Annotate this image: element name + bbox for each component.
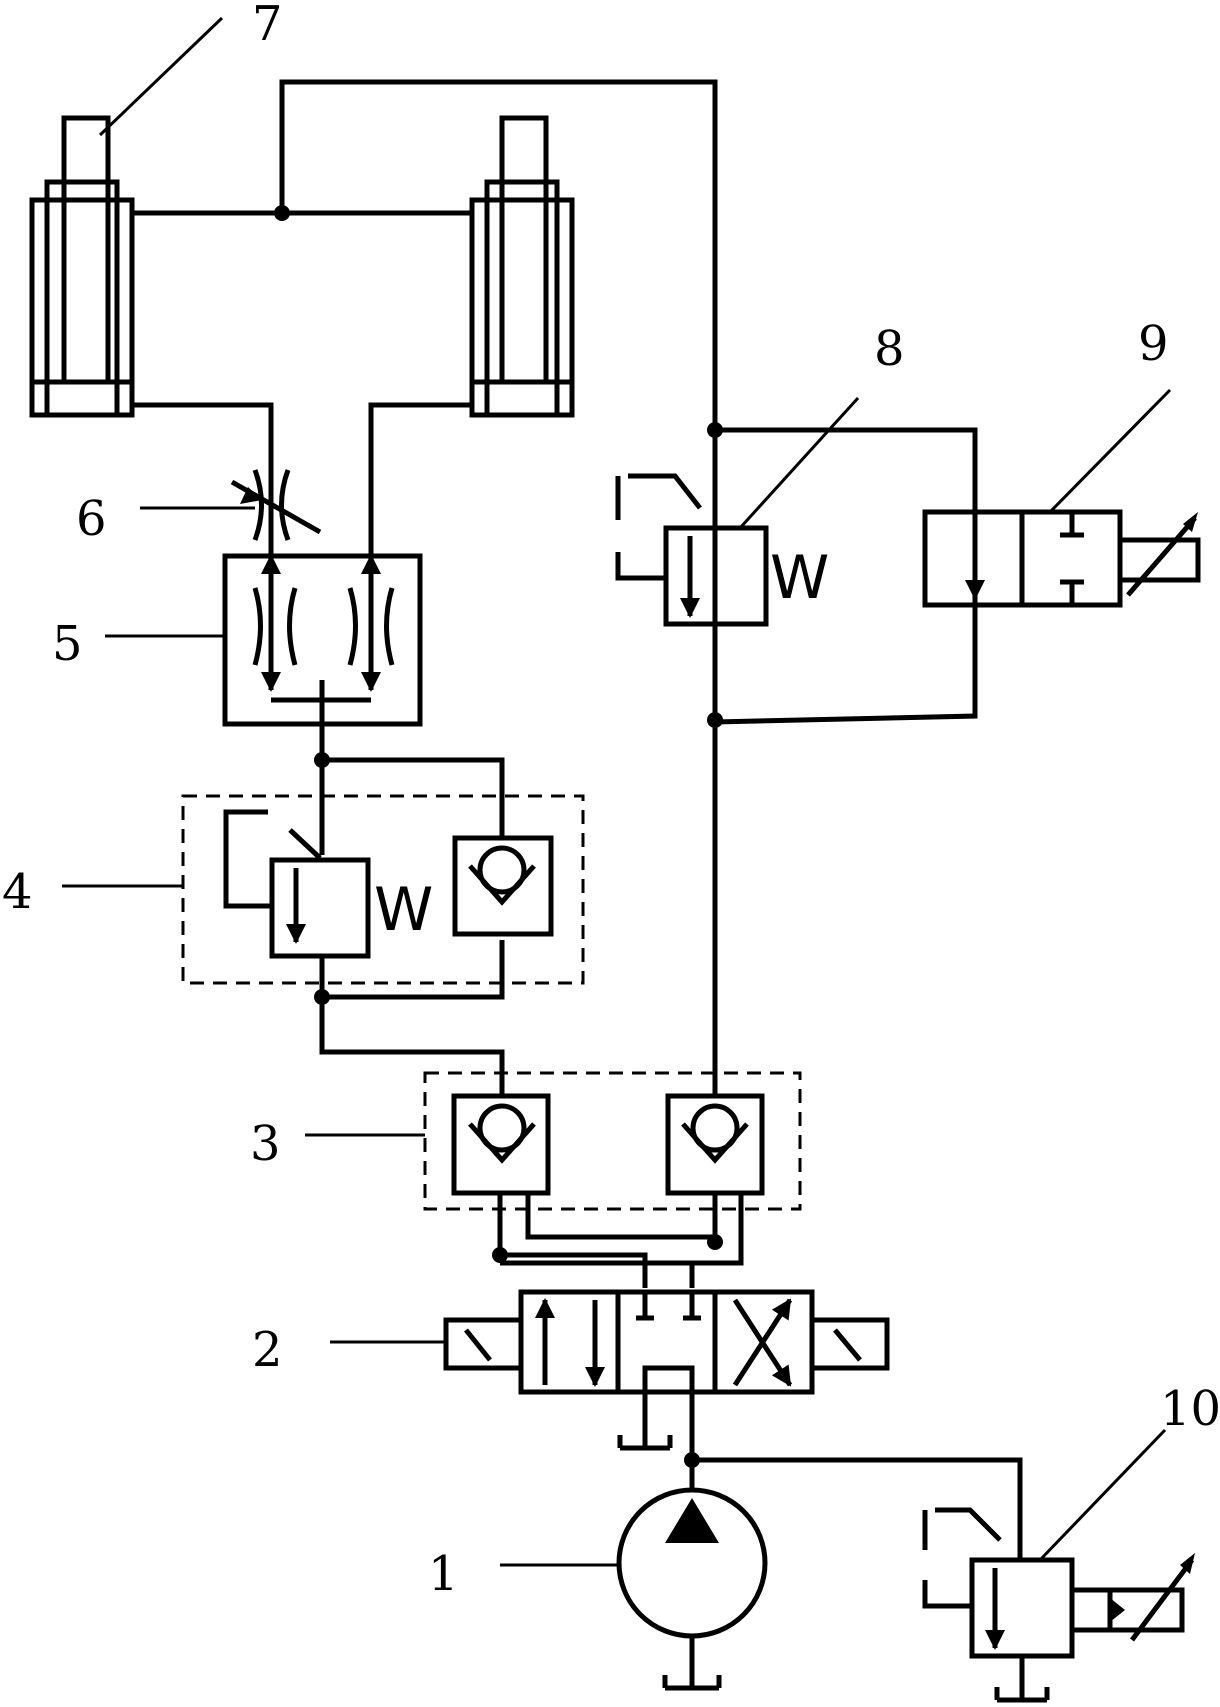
check-valve-pair bbox=[423, 1071, 802, 1211]
solenoid-valve-9 bbox=[922, 509, 1201, 608]
label-directional-valve: 2 bbox=[252, 1322, 283, 1378]
label-valve-9: 9 bbox=[1138, 316, 1169, 372]
tank-symbol-valve bbox=[617, 1435, 673, 1451]
label-valve-8: 8 bbox=[874, 321, 905, 377]
label-check-valve-pair: 3 bbox=[250, 1116, 281, 1172]
label-pump: 1 bbox=[428, 1546, 459, 1602]
relief-check-valve-group: W bbox=[181, 794, 585, 985]
leader-lines bbox=[62, 16, 1172, 1567]
label-valve-10: 10 bbox=[1160, 1381, 1220, 1437]
flow-divider-valve bbox=[222, 553, 423, 727]
adjustable-throttle bbox=[230, 469, 322, 541]
label-relief-check-group: 4 bbox=[2, 864, 33, 920]
hydraulic-cylinder-left bbox=[29, 115, 135, 418]
hydraulic-cylinder-right bbox=[469, 115, 575, 418]
label-flow-divider: 5 bbox=[52, 616, 83, 672]
spring-symbol: W bbox=[374, 875, 433, 945]
label-throttle: 6 bbox=[76, 491, 107, 547]
label-cylinders: 7 bbox=[252, 0, 283, 52]
pressure-valve-8: W bbox=[615, 473, 829, 627]
relief-valve-10 bbox=[922, 1507, 1195, 1703]
directional-control-valve bbox=[443, 1289, 890, 1395]
component-labels: 7 6 5 4 3 2 1 8 9 10 bbox=[2, 0, 1220, 1602]
hydraulic-pump bbox=[616, 1487, 768, 1691]
junction-dots bbox=[274, 205, 723, 1468]
spring-symbol: W bbox=[770, 543, 829, 613]
